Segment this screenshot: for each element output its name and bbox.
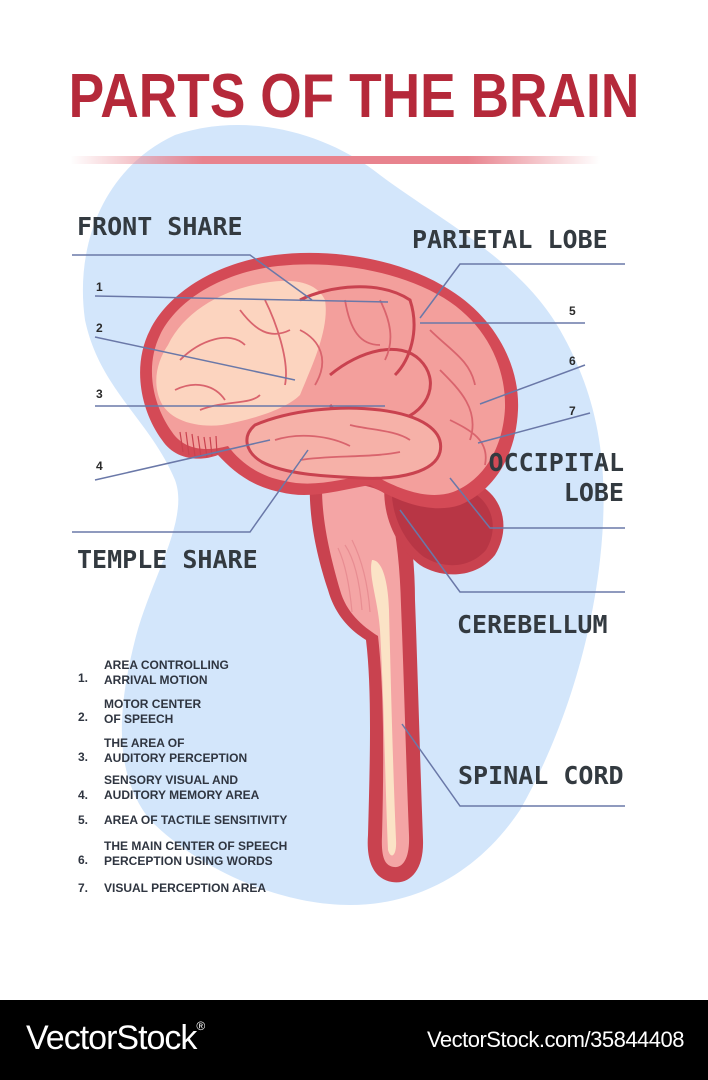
title-underline — [70, 156, 600, 164]
leader-temple-share — [72, 449, 309, 533]
marker-2: 2 — [96, 321, 103, 335]
legend-number: 2. — [78, 710, 89, 724]
stock-id-link[interactable]: VectorStock.com/35844408 — [426, 1027, 685, 1052]
brand-logo[interactable]: VectorStock® — [26, 1019, 205, 1057]
marker-1: 1 — [96, 280, 103, 294]
label-parietal-lobe: PARIETAL LOBE — [412, 225, 608, 254]
leader-parietal-lobe — [419, 263, 625, 319]
label-occipital-line-2: LOBE — [563, 478, 624, 507]
legend-number: 4. — [78, 788, 89, 802]
brain-illustration — [72, 124, 625, 905]
spinal-cord-shape — [309, 472, 424, 883]
label-front-share: FRONT SHARE — [77, 212, 243, 241]
legend-number: 3. — [78, 750, 89, 764]
leader-spinal-cord — [401, 723, 625, 807]
legend-number: 5. — [78, 813, 89, 827]
footer-bar: VectorStock® VectorStock.com/35844408 — [0, 1000, 708, 1080]
brain-shape — [140, 252, 519, 509]
label-occipital-lobe: OCCIPITAL LOBE — [478, 448, 624, 508]
legend-text: AREA OF TACTILE SENSITIVITY — [104, 813, 288, 827]
leader-cerebellum — [399, 509, 625, 593]
leader-marker-6 — [479, 364, 586, 405]
leader-marker-4 — [94, 439, 271, 481]
marker-6: 6 — [569, 354, 576, 368]
legend-text: VISUAL PERCEPTION AREA — [104, 881, 267, 895]
label-temple-share: TEMPLE SHARE — [77, 545, 258, 574]
label-cerebellum: CEREBELLUM — [457, 610, 608, 639]
marker-5: 5 — [569, 304, 576, 318]
label-occipital-line-1: OCCIPITAL — [488, 448, 624, 477]
leader-marker-2 — [94, 336, 296, 381]
legend-number: 6. — [78, 853, 89, 867]
marker-4: 4 — [96, 459, 103, 473]
leader-front-share — [72, 254, 313, 301]
legend-number: 1. — [78, 671, 89, 685]
leader-occipital-lobe — [449, 477, 625, 529]
leader-lines — [72, 254, 625, 807]
page-title: PARTS OF THE BRAIN — [68, 62, 640, 131]
legend-number: 7. — [78, 881, 89, 895]
marker-3: 3 — [96, 387, 103, 401]
marker-7: 7 — [569, 404, 576, 418]
leader-marker-1 — [94, 295, 389, 303]
label-spinal-cord: SPINAL CORD — [458, 761, 624, 790]
leader-marker-7 — [477, 412, 591, 444]
